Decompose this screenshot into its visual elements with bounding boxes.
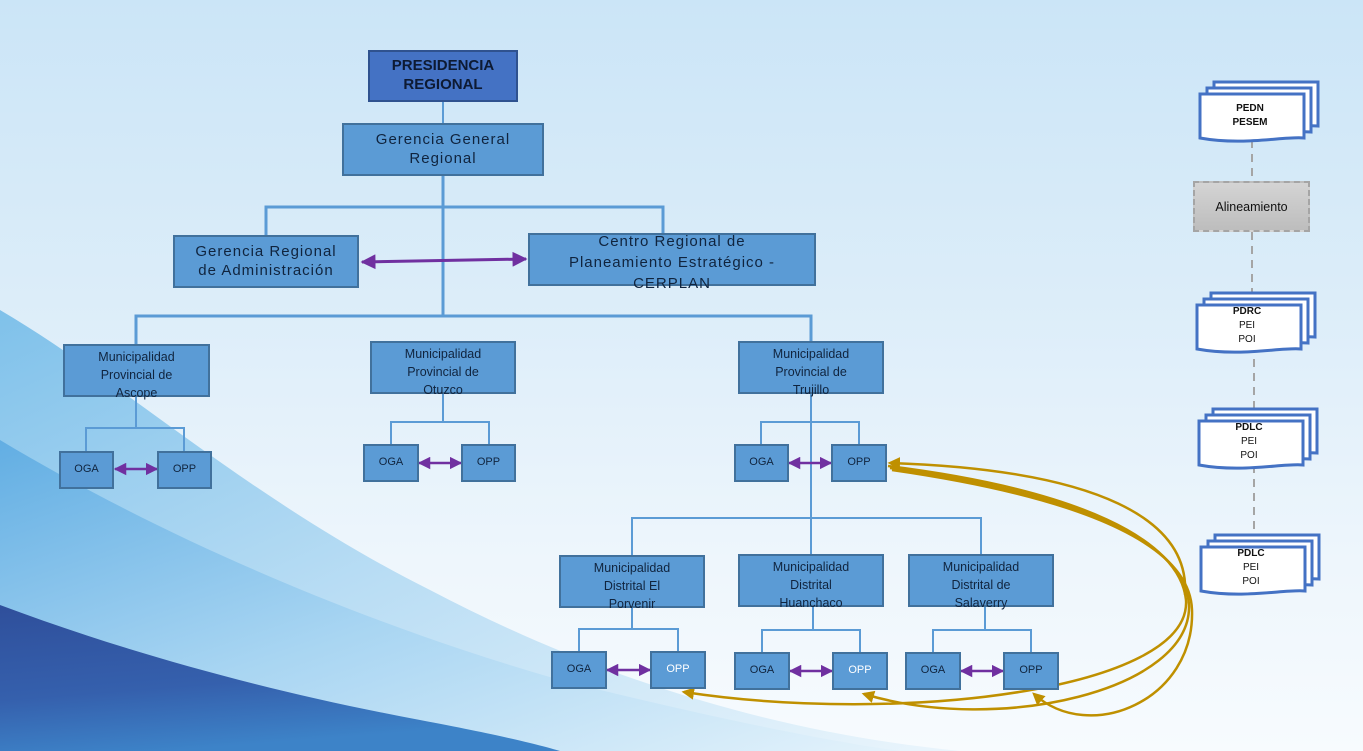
multi-document-icon [1198,80,1320,143]
otuzco-oga-box[interactable]: OGA [363,444,419,482]
trujillo-opp-box[interactable]: OPP [831,444,887,482]
ascope-oga-label: OGA [74,463,99,476]
porvenir-opp-box[interactable]: OPP [650,651,706,689]
salaverry-opp-box[interactable]: OPP [1003,652,1059,690]
plan-regional-line2: PEI [1238,320,1256,331]
plan-doc-regional[interactable]: PDRC PEI POI [1195,291,1319,357]
salaverry-line3: Salaverry [954,596,1008,611]
huanchaco-opp-label: OPP [848,664,872,677]
gerencia-administracion-line2: de Administración [198,261,334,279]
plan-doc-national[interactable]: PEDN PESEM [1198,80,1322,146]
ascope-line2: Provincial de [100,368,173,383]
plan-national-line2: PESEM [1232,117,1268,128]
presidencia-line2: REGIONAL [403,76,483,93]
plan-doc-district[interactable]: PDLC PEI POI [1199,533,1323,599]
alineamiento-box[interactable]: Alineamiento [1193,181,1310,232]
plan-district-line1: PDLC [1237,548,1265,559]
plan-provincial-line2: PEI [1240,436,1258,447]
cerplan-box[interactable]: Centro Regional de Planeamiento Estratégi… [528,233,816,292]
ascope-oga-box[interactable]: OGA [59,451,114,489]
huanchaco-oga-box[interactable]: OGA [734,652,790,690]
huanchaco-opp-box[interactable]: OPP [832,652,888,690]
otuzco-line1: Municipalidad [404,347,482,361]
alineamiento-label: Alineamiento [1215,199,1288,214]
plan-doc-provincial[interactable]: PDLC PEI POI [1197,407,1321,473]
ascope-opp-label: OPP [172,463,197,476]
plan-provincial-line3: POI [1240,450,1258,461]
porvenir-oga-box[interactable]: OGA [551,651,607,689]
trujillo-line2: Provincial de [775,365,847,380]
ascope-line1: Municipalidad [98,350,175,364]
porvenir-line3: Porvenir [608,597,656,612]
gerencia-administracion-line1: Gerencia Regional [195,242,337,260]
salaverry-line2: Distrital de [951,578,1011,593]
plan-regional-line3: POI [1238,334,1256,345]
otuzco-line3: Otuzco [423,383,463,398]
cerplan-line3: CERPLAN [633,275,711,292]
trujillo-line1: Municipalidad [772,347,850,361]
multi-document-icon [1195,291,1317,354]
wave-dark [0,605,560,751]
cerplan-line2: Planeamiento Estratégico - [568,254,776,271]
plan-district-line2: PEI [1242,562,1260,573]
multi-document-icon [1199,533,1321,596]
otuzco-line2: Provincial de [407,365,479,380]
huanchaco-oga-label: OGA [749,664,775,677]
otuzco-oga-label: OGA [378,456,404,469]
gerencia-general-line1: Gerencia General [375,130,511,148]
huanchaco-line1: Municipalidad [772,560,850,574]
porvenir-oga-label: OGA [566,663,592,676]
salaverry-opp-label: OPP [1019,664,1043,677]
trujillo-oga-label: OGA [749,456,774,469]
otuzco-opp-box[interactable]: OPP [461,444,516,482]
multi-document-icon [1197,407,1319,470]
plan-district-line3: POI [1242,576,1260,587]
plan-regional-line1: PDRC [1232,306,1262,317]
cerplan-line1: Centro Regional de [598,233,746,250]
presidencia-line1: PRESIDENCIA [391,57,495,75]
gerencia-general-line2: Regional [409,149,477,167]
trujillo-opp-label: OPP [847,456,871,469]
otuzco-opp-label: OPP [476,456,501,469]
trujillo-line3: Trujillo [792,383,830,398]
huanchaco-line2: Distrital [790,578,832,593]
plan-national-line1: PEDN [1236,103,1264,114]
huanchaco-line3: Huanchaco [779,596,843,611]
porvenir-opp-label: OPP [666,663,690,676]
porvenir-line2: Distrital El [603,579,661,594]
salaverry-oga-label: OGA [920,664,946,677]
salaverry-oga-box[interactable]: OGA [905,652,961,690]
porvenir-line1: Municipalidad [593,561,671,575]
plan-provincial-line1: PDLC [1235,422,1263,433]
salaverry-line1: Municipalidad [942,560,1020,574]
wave-mid [0,440,900,751]
ascope-opp-box[interactable]: OPP [157,451,212,489]
ascope-line3: Ascope [115,386,158,401]
trujillo-oga-box[interactable]: OGA [734,444,789,482]
